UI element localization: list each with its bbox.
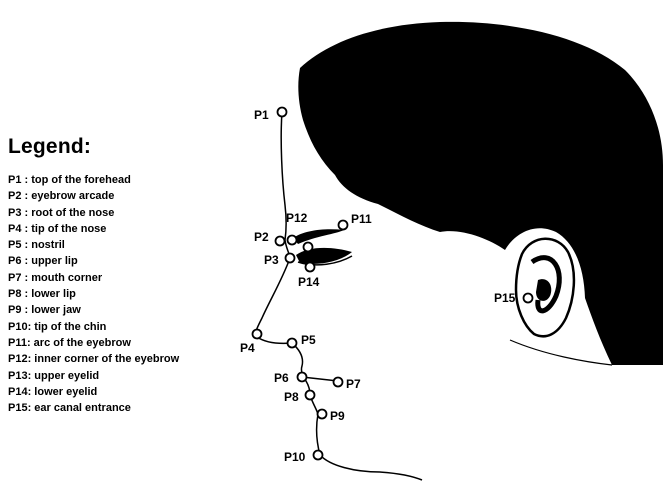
point-p9-label: P9 bbox=[330, 409, 345, 423]
eyebrow bbox=[293, 229, 344, 244]
point-p2-label: P2 bbox=[254, 230, 269, 244]
point-p4-label: P4 bbox=[240, 341, 255, 355]
point-p4-dot bbox=[253, 330, 262, 339]
point-p10-dot bbox=[314, 451, 323, 460]
point-p11-label: P11 bbox=[351, 212, 372, 226]
point-p3-label: P3 bbox=[264, 253, 279, 267]
point-p10-label: P10 bbox=[284, 450, 306, 464]
point-p6-dot bbox=[298, 373, 307, 382]
point-p2-dot bbox=[276, 237, 285, 246]
point-p5-label: P5 bbox=[301, 333, 316, 347]
point-p7-label: P7 bbox=[346, 377, 361, 391]
point-p14-dot bbox=[306, 263, 315, 272]
point-p8-label: P8 bbox=[284, 390, 299, 404]
point-p1-dot bbox=[278, 108, 287, 117]
point-p5-dot bbox=[288, 339, 297, 348]
point-p11-dot bbox=[339, 221, 348, 230]
hair-silhouette bbox=[298, 22, 663, 365]
point-p15-label: P15 bbox=[494, 291, 516, 305]
point-p6-label: P6 bbox=[274, 371, 289, 385]
point-p14-label: P14 bbox=[298, 275, 320, 289]
point-p7-dot bbox=[334, 378, 343, 387]
point-p1-label: P1 bbox=[254, 108, 269, 122]
mouth-line bbox=[302, 377, 338, 381]
point-p9-dot bbox=[318, 410, 327, 419]
point-p12-dot bbox=[288, 236, 297, 245]
ear-concha bbox=[536, 279, 551, 301]
point-p8-dot bbox=[306, 391, 315, 400]
jaw-neck-line bbox=[510, 340, 612, 365]
point-p12-label: P12 bbox=[286, 211, 308, 225]
point-p3-dot bbox=[286, 254, 295, 263]
point-p13-dot bbox=[304, 243, 313, 252]
point-p15-dot bbox=[524, 294, 533, 303]
